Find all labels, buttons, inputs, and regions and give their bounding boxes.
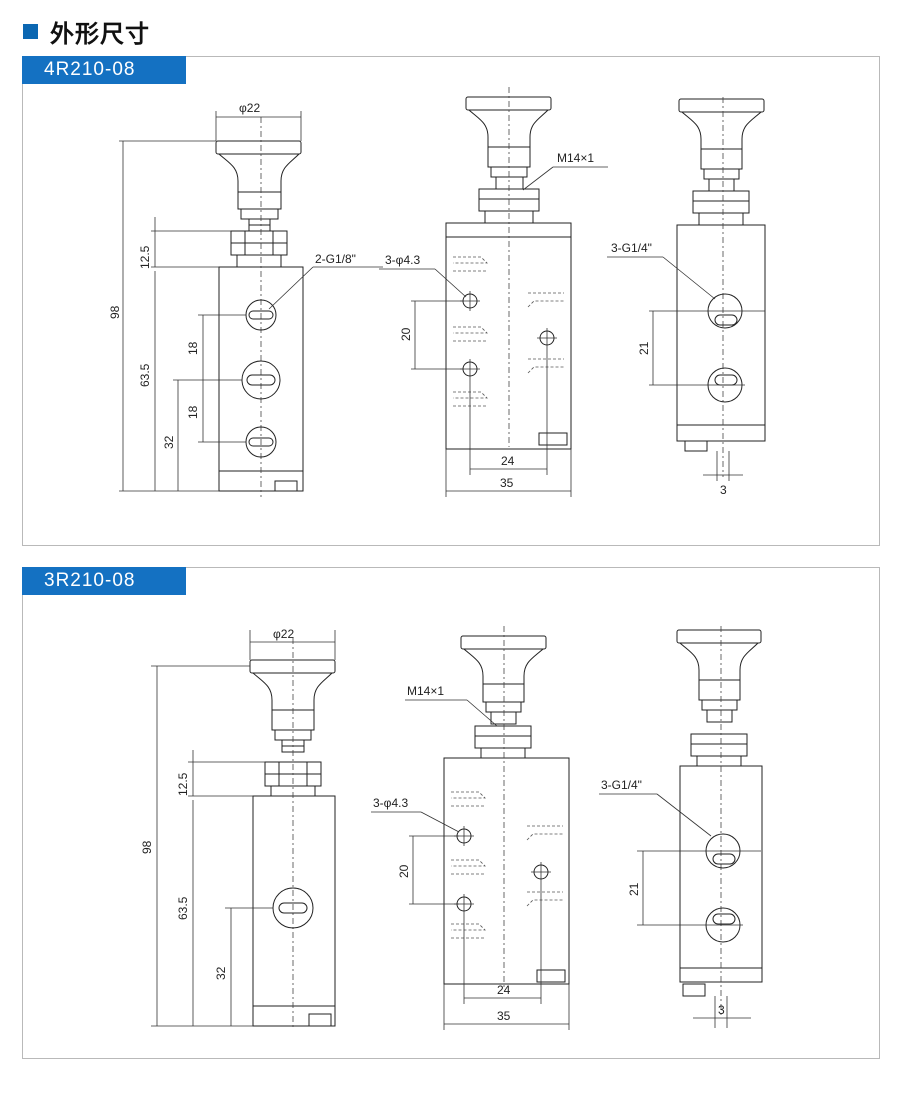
dim-dia-knob: φ22 <box>239 101 260 115</box>
dim-bottom-port: 32 <box>162 435 176 449</box>
side-view: 3-φ4.3 20 24 35 M14×1 <box>371 626 570 1030</box>
drawing-4r210-08: φ22 98 12.5 63.5 18 18 32 <box>108 87 766 497</box>
dim-hole-spacing: 24 <box>501 454 515 468</box>
rear-view: 21 3-G1/4" 3 <box>607 97 766 497</box>
dim-body-width: 35 <box>497 1009 511 1023</box>
label-nut-thread: M14×1 <box>407 684 444 698</box>
dim-port-pitch-b: 18 <box>186 405 200 419</box>
dim-total-height: 98 <box>140 840 154 854</box>
dim-dia-knob: φ22 <box>273 627 294 641</box>
dim-body-width: 35 <box>500 476 514 490</box>
drawing-3r210-08: φ22 98 12.5 63.5 32 <box>140 626 763 1030</box>
dim-hole-pitch: 20 <box>399 327 413 341</box>
dim-side-pitch: 21 <box>637 341 651 355</box>
label-mount-holes: 3-φ4.3 <box>373 796 408 810</box>
page-header: 外形尺寸 <box>23 14 150 48</box>
label-nut-thread: M14×1 <box>557 151 594 165</box>
model-tab: 3R210-08 <box>22 567 186 595</box>
dim-nut-height: 12.5 <box>176 772 190 796</box>
label-mount-holes: 3-φ4.3 <box>385 253 420 267</box>
dim-side-pitch: 21 <box>627 882 641 896</box>
dim-port-pitch-a: 18 <box>186 341 200 355</box>
front-view: φ22 98 12.5 63.5 18 18 32 <box>108 101 383 497</box>
model-tab: 4R210-08 <box>22 56 186 84</box>
section-3r210-08: 3R210-08 φ22 <box>22 567 880 1059</box>
dim-hole-pitch: 20 <box>397 864 411 878</box>
front-view: φ22 98 12.5 63.5 32 <box>140 627 336 1030</box>
label-side-ports: 3-G1/4" <box>601 778 642 792</box>
section-4r210-08: 4R210-08 <box>22 56 880 546</box>
dim-body-height: 63.5 <box>138 363 152 387</box>
dim-offset: 3 <box>720 483 727 497</box>
title-marker <box>23 23 38 39</box>
dim-hole-spacing: 24 <box>497 983 511 997</box>
dim-total-height: 98 <box>108 305 122 319</box>
dim-body-height: 63.5 <box>176 896 190 920</box>
rear-view: 21 3-G1/4" 3 <box>599 626 763 1028</box>
side-view: 3-φ4.3 20 24 35 M14×1 <box>379 87 608 497</box>
dim-bottom-port: 32 <box>214 966 228 980</box>
page-title: 外形尺寸 <box>50 19 150 48</box>
dim-nut-height: 12.5 <box>138 245 152 269</box>
label-port-thread: 2-G1/8" <box>315 252 356 266</box>
label-side-ports: 3-G1/4" <box>611 241 652 255</box>
dim-offset: 3 <box>718 1003 725 1017</box>
